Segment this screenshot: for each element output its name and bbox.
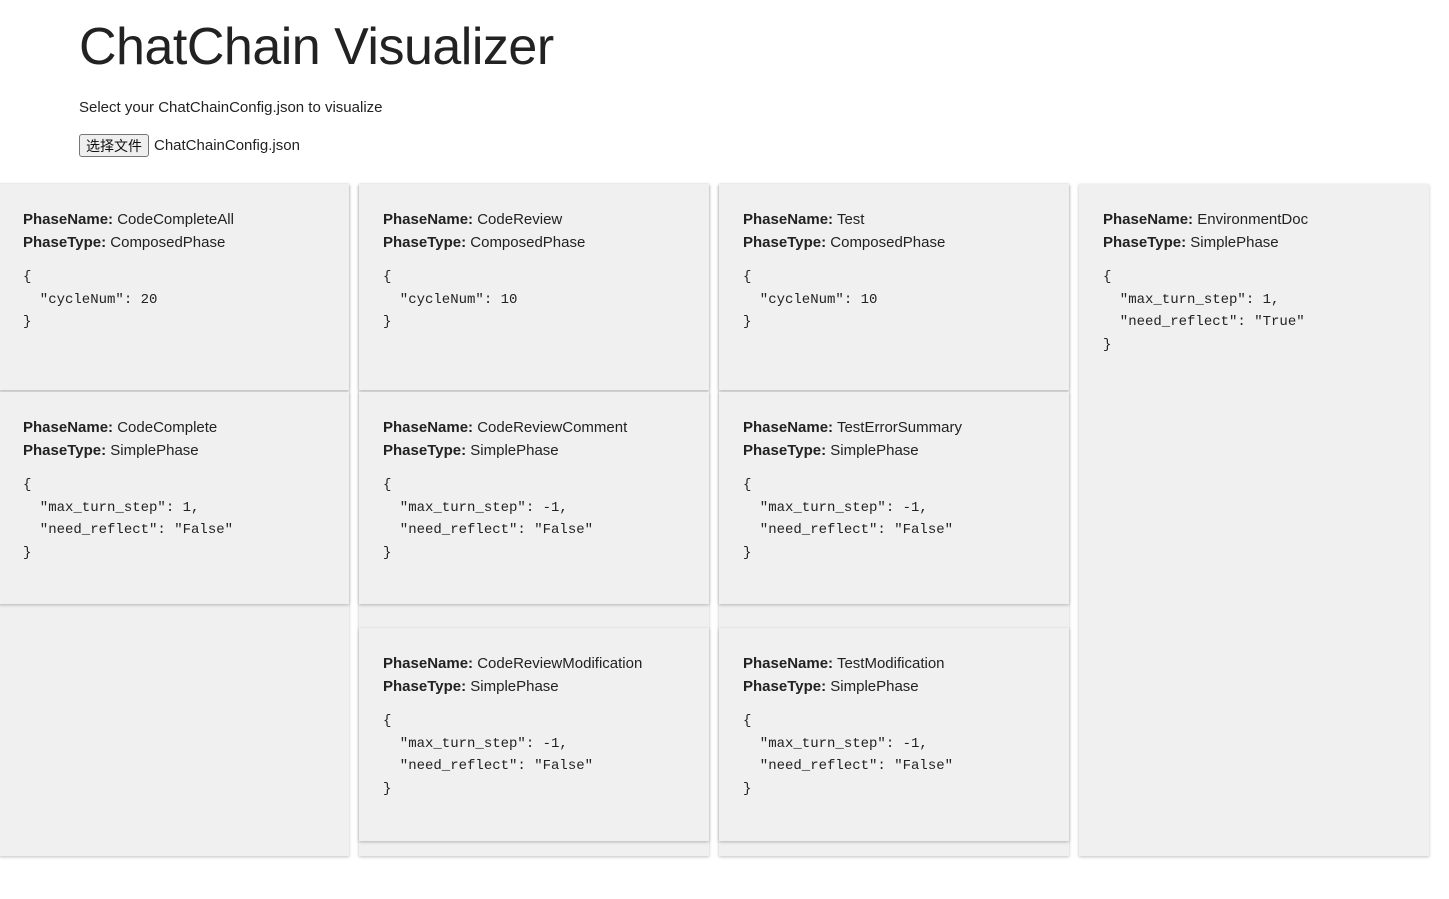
phase-type-line: PhaseType: SimplePhase [383, 675, 685, 698]
phase-type-line: PhaseType: SimplePhase [383, 439, 685, 462]
phase-config: { "cycleNum": 10 } [743, 269, 878, 330]
phase-type-value: SimplePhase [830, 442, 919, 459]
phase-name-value: CodeReviewModification [477, 655, 643, 672]
phase-name-value: Test [836, 211, 865, 228]
phase-config: { "max_turn_step": -1, "need_reflect": "… [743, 713, 954, 797]
phase-name-key: PhaseName: [1103, 211, 1194, 228]
phase-name-line: PhaseName: TestErrorSummary [743, 416, 1045, 439]
phase-type-value: SimplePhase [830, 678, 919, 695]
phase-name-value: CodeReview [477, 211, 563, 228]
page-title: ChatChain Visualizer [79, 18, 554, 76]
phase-type-value: SimplePhase [1190, 234, 1279, 251]
phase-name-key: PhaseName: [383, 655, 474, 672]
phase-name-key: PhaseName: [743, 655, 834, 672]
phase-type-key: PhaseType: [743, 678, 827, 695]
choose-file-button[interactable]: 选择文件 [79, 134, 149, 157]
phase-card: PhaseName: CodeComplete PhaseType: Simpl… [0, 392, 349, 604]
phase-type-line: PhaseType: SimplePhase [743, 439, 1045, 462]
phase-type-value: ComposedPhase [110, 234, 226, 251]
phase-type-key: PhaseType: [383, 442, 467, 459]
phase-config: { "max_turn_step": 1, "need_reflect": "F… [23, 477, 234, 561]
phase-type-value: SimplePhase [470, 678, 559, 695]
phase-name-value: EnvironmentDoc [1197, 211, 1309, 228]
phase-name-value: CodeComplete [117, 419, 218, 436]
phase-card: PhaseName: CodeReviewModification PhaseT… [359, 628, 709, 841]
phase-config: { "cycleNum": 10 } [383, 269, 518, 330]
phase-name-key: PhaseName: [743, 211, 834, 228]
page-subtitle: Select your ChatChainConfig.json to visu… [79, 99, 383, 116]
phase-type-line: PhaseType: ComposedPhase [383, 231, 685, 254]
page: ChatChain Visualizer Select your ChatCha… [0, 18, 1429, 860]
phase-type-line: PhaseType: ComposedPhase [23, 231, 325, 254]
phase-name-value: CodeCompleteAll [117, 211, 234, 228]
phase-card: PhaseName: TestModification PhaseType: S… [719, 628, 1069, 841]
phase-name-line: PhaseName: CodeComplete [23, 416, 325, 439]
phase-name-value: TestModification [836, 655, 945, 672]
phase-config: { "max_turn_step": -1, "need_reflect": "… [383, 713, 594, 797]
selected-file-name: ChatChainConfig.json [154, 137, 300, 154]
phase-type-key: PhaseType: [743, 234, 827, 251]
file-input[interactable]: 选择文件 ChatChainConfig.json [79, 134, 300, 157]
phase-name-line: PhaseName: CodeReviewModification [383, 652, 685, 675]
phase-name-line: PhaseName: TestModification [743, 652, 1045, 675]
phase-type-key: PhaseType: [743, 442, 827, 459]
phase-name-line: PhaseName: CodeCompleteAll [23, 208, 325, 231]
phase-column: PhaseName: CodeReview PhaseType: Compose… [359, 184, 709, 856]
phase-name-line: PhaseName: EnvironmentDoc [1103, 208, 1405, 231]
phase-name-key: PhaseName: [383, 419, 474, 436]
phase-name-value: TestErrorSummary [836, 419, 962, 436]
phase-type-line: PhaseType: SimplePhase [743, 675, 1045, 698]
phase-type-value: ComposedPhase [470, 234, 586, 251]
chain-track: PhaseName: CodeCompleteAll PhaseType: Co… [0, 184, 1449, 860]
phase-column: PhaseName: Test PhaseType: ComposedPhase… [719, 184, 1069, 856]
phase-type-value: SimplePhase [110, 442, 199, 459]
phase-type-line: PhaseType: SimplePhase [1103, 231, 1405, 254]
phase-type-value: ComposedPhase [830, 234, 946, 251]
phase-config: { "max_turn_step": 1, "need_reflect": "T… [1103, 269, 1305, 353]
phase-name-key: PhaseName: [23, 211, 114, 228]
phase-name-line: PhaseName: CodeReviewComment [383, 416, 685, 439]
phase-type-value: SimplePhase [470, 442, 559, 459]
phase-card: PhaseName: Test PhaseType: ComposedPhase… [719, 184, 1069, 390]
phase-name-key: PhaseName: [743, 419, 834, 436]
phase-type-key: PhaseType: [23, 442, 107, 459]
phase-type-line: PhaseType: ComposedPhase [743, 231, 1045, 254]
phase-config: { "max_turn_step": -1, "need_reflect": "… [743, 477, 954, 561]
phase-name-line: PhaseName: CodeReview [383, 208, 685, 231]
phase-config: { "cycleNum": 20 } [23, 269, 158, 330]
phase-card: PhaseName: CodeReviewComment PhaseType: … [359, 392, 709, 604]
phase-card: PhaseName: CodeCompleteAll PhaseType: Co… [0, 184, 349, 390]
phase-type-line: PhaseType: SimplePhase [23, 439, 325, 462]
phase-card: PhaseName: TestErrorSummary PhaseType: S… [719, 392, 1069, 604]
phase-column: PhaseName: EnvironmentDoc PhaseType: Sim… [1079, 184, 1429, 856]
phase-type-key: PhaseType: [383, 678, 467, 695]
phase-name-value: CodeReviewComment [477, 419, 628, 436]
phase-column: PhaseName: CodeCompleteAll PhaseType: Co… [0, 184, 349, 856]
phase-type-key: PhaseType: [383, 234, 467, 251]
phase-card: PhaseName: CodeReview PhaseType: Compose… [359, 184, 709, 390]
phase-name-key: PhaseName: [383, 211, 474, 228]
phase-type-key: PhaseType: [1103, 234, 1187, 251]
phase-type-key: PhaseType: [23, 234, 107, 251]
phase-name-line: PhaseName: Test [743, 208, 1045, 231]
phase-config: { "max_turn_step": -1, "need_reflect": "… [383, 477, 594, 561]
phase-name-key: PhaseName: [23, 419, 114, 436]
chain-viewport[interactable]: PhaseName: CodeCompleteAll PhaseType: Co… [0, 184, 1429, 860]
